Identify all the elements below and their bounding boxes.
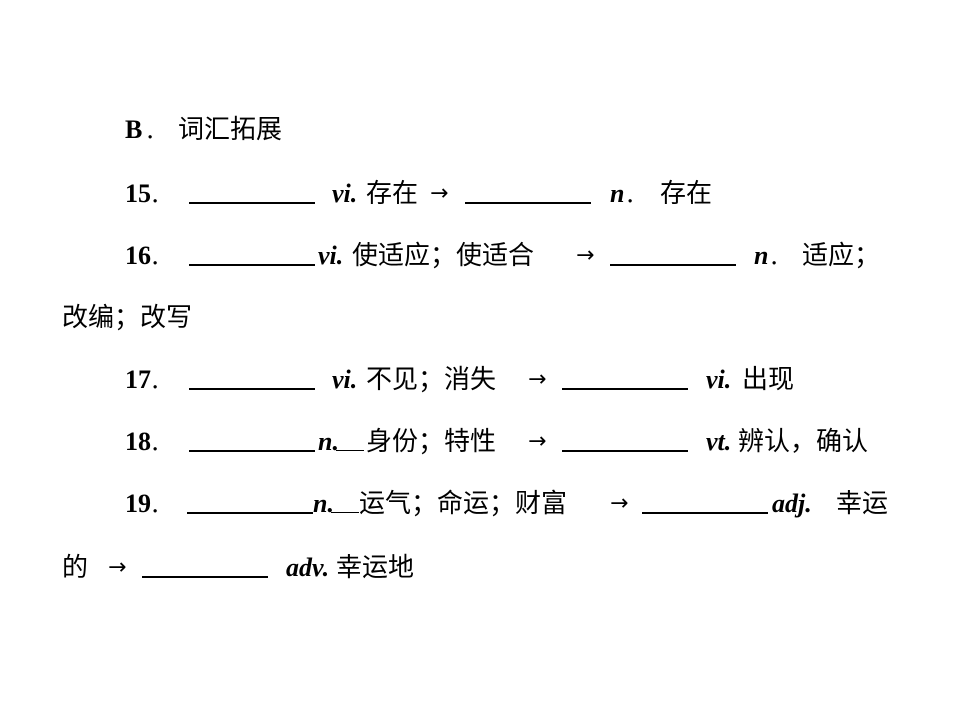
item-number: 17 (125, 365, 151, 394)
answer-blank[interactable] (465, 174, 591, 214)
item-dot: . (151, 489, 160, 519)
arrow-icon: → (108, 555, 127, 580)
arrow-icon: → (430, 181, 449, 206)
answer-blank-short[interactable] (336, 422, 364, 462)
answer-blank[interactable] (562, 360, 688, 400)
meaning: 存在 (660, 179, 713, 209)
vocab-item-16-continued: 改编；改写 (0, 298, 960, 338)
part-of-speech: vi. (318, 241, 344, 270)
part-of-speech: vt. (706, 427, 732, 456)
item-dot: . (151, 241, 160, 271)
item-number: 16 (125, 241, 151, 270)
part-of-speech: adv. (286, 553, 330, 582)
vocab-item-15: 15 . vi. 存在 → n . 存在 (0, 174, 960, 214)
part-of-speech: n (754, 241, 769, 270)
item-dot: . (151, 427, 160, 457)
part-of-speech: vi. (332, 179, 358, 208)
meaning: 不见；消失 (366, 365, 497, 395)
arrow-icon: → (610, 491, 629, 516)
meaning: 幸运地 (336, 553, 415, 583)
part-of-speech: vi. (332, 365, 358, 394)
vocab-item-19: 19 . n. 运气；命运；财富 → adj. 幸运 (0, 484, 960, 524)
answer-blank[interactable] (142, 548, 268, 588)
part-of-speech: n. (313, 489, 334, 518)
vocab-item-16: 16 . vi. 使适应；使适合 → n . 适应； (0, 236, 960, 276)
answer-blank[interactable] (189, 236, 315, 276)
part-of-speech: n. (318, 427, 339, 456)
vocab-item-18: 18 . n. 身份；特性 → vt. 辨认，确认 (0, 422, 960, 462)
meaning: 幸运 (836, 489, 889, 519)
meaning: 的 (62, 553, 89, 583)
section-heading: B . 词汇拓展 (0, 110, 960, 150)
part-of-speech: n (610, 179, 625, 208)
item-dot: . (151, 365, 160, 395)
answer-blank[interactable] (189, 360, 315, 400)
arrow-icon: → (576, 243, 595, 268)
answer-blank[interactable] (189, 174, 315, 214)
item-dot: . (770, 241, 779, 271)
meaning: 运气；命运；财富 (359, 489, 568, 519)
answer-blank[interactable] (187, 484, 313, 524)
item-number: 18 (125, 427, 151, 456)
answer-blank[interactable] (610, 236, 736, 276)
answer-blank-short[interactable] (331, 484, 359, 524)
meaning: 身份；特性 (366, 427, 497, 457)
answer-blank[interactable] (562, 422, 688, 462)
arrow-icon: → (528, 429, 547, 454)
answer-blank[interactable] (189, 422, 315, 462)
part-of-speech: vi. (706, 365, 732, 394)
section-dot: . (146, 115, 155, 145)
item-number: 15 (125, 179, 151, 208)
part-of-speech: adj. (772, 489, 812, 518)
section-letter: B (125, 115, 143, 144)
item-number: 19 (125, 489, 151, 518)
vocab-item-17: 17 . vi. 不见；消失 → vi. 出现 (0, 360, 960, 400)
meaning: 使适应；使适合 (352, 241, 535, 271)
section-title: 词汇拓展 (178, 115, 283, 145)
meaning: 辨认，确认 (738, 427, 869, 457)
arrow-icon: → (528, 367, 547, 392)
vocab-item-19-continued: 的 → adv. 幸运地 (0, 548, 960, 588)
meaning: 出现 (742, 365, 795, 395)
item-dot: . (151, 179, 160, 209)
answer-blank[interactable] (642, 484, 768, 524)
meaning: 存在 (366, 179, 419, 209)
item-dot: . (626, 179, 635, 209)
meaning: 改编；改写 (62, 303, 193, 333)
meaning: 适应； (802, 241, 881, 271)
